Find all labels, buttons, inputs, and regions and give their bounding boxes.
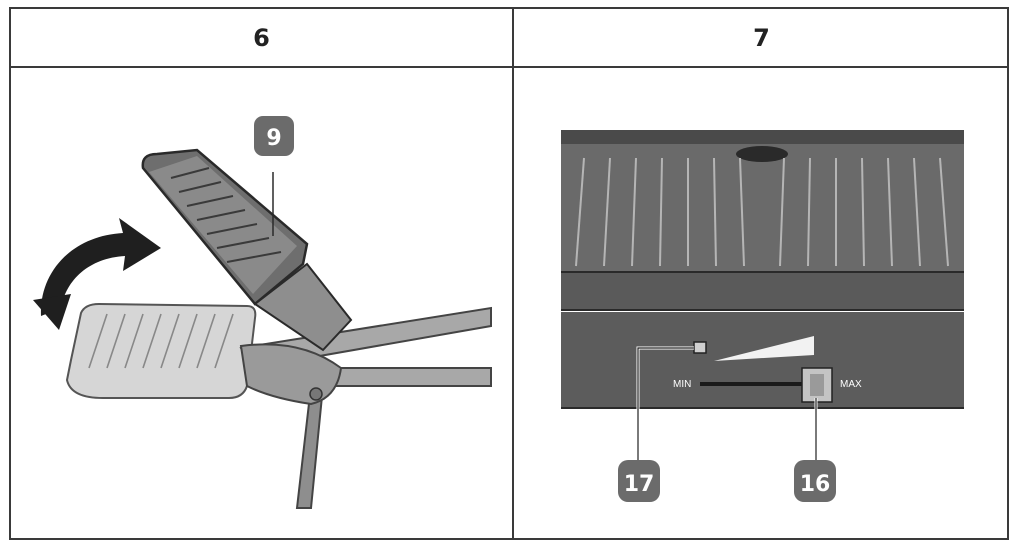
max-label: MAX <box>840 379 862 390</box>
rotation-arrow-icon <box>33 218 161 330</box>
callout-label-17: 17 <box>624 472 655 497</box>
folded-handle <box>65 302 257 399</box>
callout-badge-9: 9 <box>254 116 294 156</box>
step-7-illustration: MIN MAX 17 <box>514 68 1009 540</box>
callout-badge-17: 17 <box>618 460 660 502</box>
thermostat-knob[interactable] <box>801 367 833 403</box>
step-number-7: 7 <box>753 23 770 52</box>
grill-plate <box>561 130 964 409</box>
callout-badge-16: 16 <box>794 460 836 502</box>
handle-fold-drawing: 9 <box>33 116 492 509</box>
callout-label-9: 9 <box>266 126 281 151</box>
min-label: MIN <box>673 379 691 390</box>
callout-label-16: 16 <box>800 472 831 497</box>
step-number-6: 6 <box>253 23 270 52</box>
control-panel-drawing: MIN MAX 17 <box>561 130 964 502</box>
instruction-table: 6 7 <box>9 7 1009 540</box>
step-6-header: 6 <box>11 9 512 66</box>
step-7-header: 7 <box>514 9 1009 66</box>
grill-frame <box>239 306 492 509</box>
step-6-illustration: 9 <box>11 68 512 540</box>
raised-handle <box>141 148 353 352</box>
header-divider <box>11 66 1007 68</box>
column-divider <box>512 9 514 538</box>
temperature-ramp-icon <box>714 336 814 361</box>
indicator-light <box>693 341 707 354</box>
